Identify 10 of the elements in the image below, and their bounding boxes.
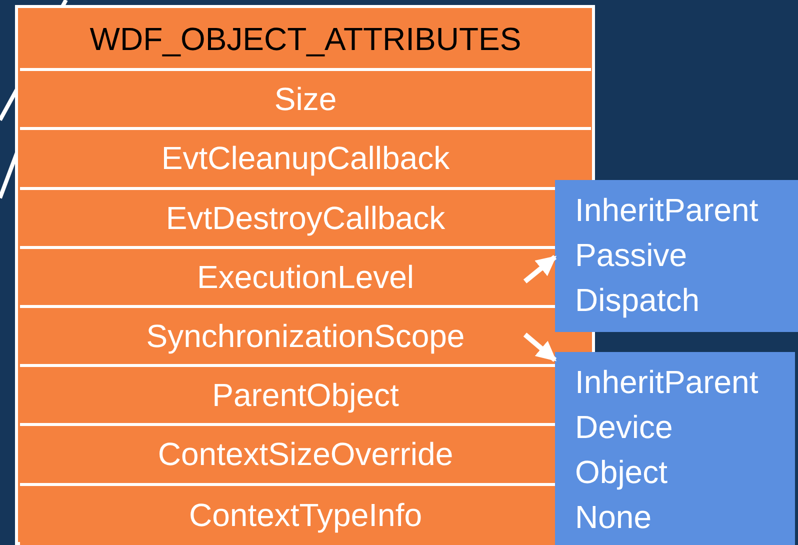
value-text: Dispatch <box>575 281 700 320</box>
arrow <box>523 332 557 362</box>
arrow <box>523 255 557 284</box>
value-text: Object <box>575 453 668 492</box>
value-text: Passive <box>575 236 688 275</box>
value-list-box <box>555 352 795 545</box>
value-text: InheritParent <box>575 191 760 230</box>
value-list-box <box>555 180 798 332</box>
value-text: None <box>575 498 652 537</box>
value-text: InheritParentDevice <box>575 363 760 447</box>
